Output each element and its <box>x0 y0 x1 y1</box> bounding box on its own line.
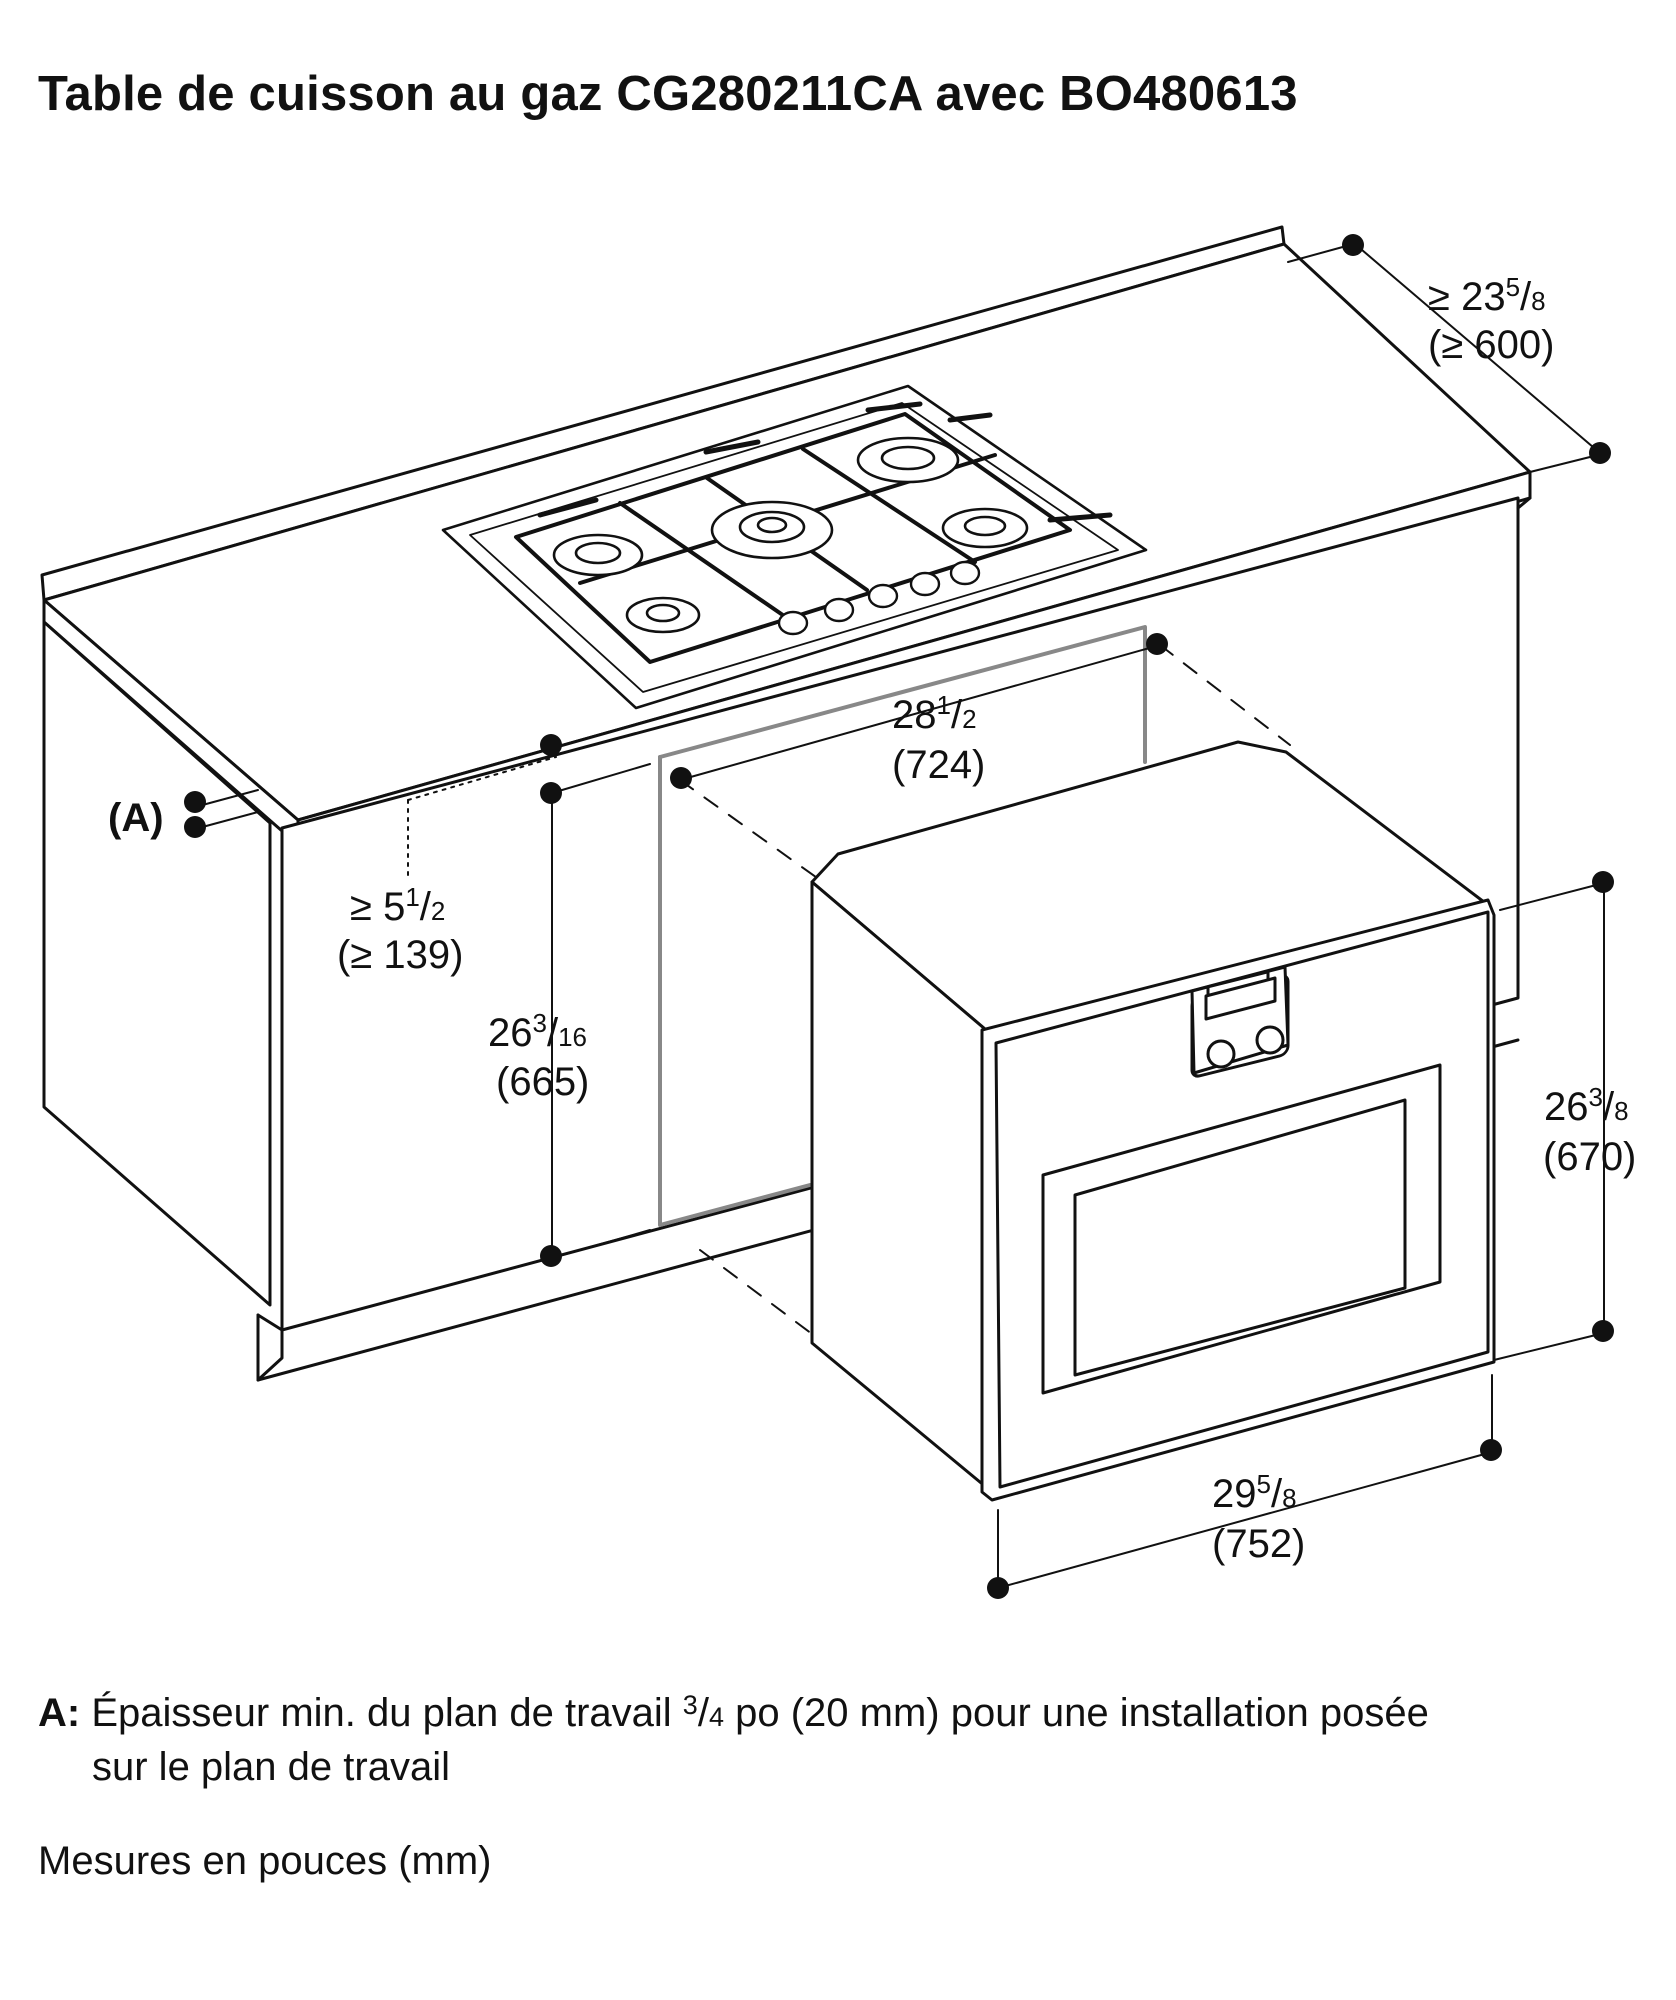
callout-a: (A) <box>108 796 164 840</box>
note-a-frac-num: 3 <box>682 1690 698 1720</box>
note-a-frac-den: 4 <box>708 1702 724 1732</box>
dimension-lines <box>194 243 1605 1589</box>
burner-center <box>710 500 834 560</box>
page-title: Table de cuisson au gaz CG280211CA avec … <box>38 67 1298 121</box>
dimension-dots <box>184 234 1614 1599</box>
oven-height-label: 263/8 <box>1544 1082 1629 1129</box>
clearance-min-metric: (≥ 139) <box>337 933 463 977</box>
dimension-labels: ≥ 235/8 (≥ 600) 281/2 (724) ≥ 51/2 (≥ 13… <box>108 272 1636 1566</box>
burner-rear-left <box>552 533 644 577</box>
note-a-text-line2: sur le plan de travail <box>92 1745 450 1789</box>
oven-width-label: 295/8 <box>1212 1469 1297 1516</box>
oven-height-metric: (670) <box>1543 1135 1636 1179</box>
oven-cutout <box>658 625 1147 1227</box>
note-a-text-end: po (20 mm) pour une installation posée <box>735 1691 1429 1735</box>
depth-min-label: ≥ 235/8 <box>1428 272 1546 319</box>
note-a-key: A: <box>38 1691 81 1735</box>
depth-min-metric: (≥ 600) <box>1428 323 1554 367</box>
oven-width-metric: (752) <box>1212 1522 1305 1566</box>
burner-rear-right <box>856 436 960 484</box>
cutout-width-metric: (724) <box>892 743 985 787</box>
wall-oven <box>810 740 1496 1502</box>
gas-cooktop <box>441 384 1148 710</box>
cutout-height-metric: (665) <box>496 1060 589 1104</box>
burner-front-right <box>941 507 1029 549</box>
note-a-text-start: Épaisseur min. du plan de travail <box>91 1691 672 1735</box>
cooktop-knobs <box>777 560 981 636</box>
clearance-min-label: ≥ 51/2 <box>350 882 445 929</box>
note-a: A: Épaisseur min. du plan de travail 3/4… <box>38 1680 1638 1792</box>
cutout-width-label: 281/2 <box>892 690 977 737</box>
burner-front-left <box>625 596 701 634</box>
units-note: Mesures en pouces (mm) <box>38 1839 492 1883</box>
cutout-height-label: 263/16 <box>488 1008 587 1055</box>
